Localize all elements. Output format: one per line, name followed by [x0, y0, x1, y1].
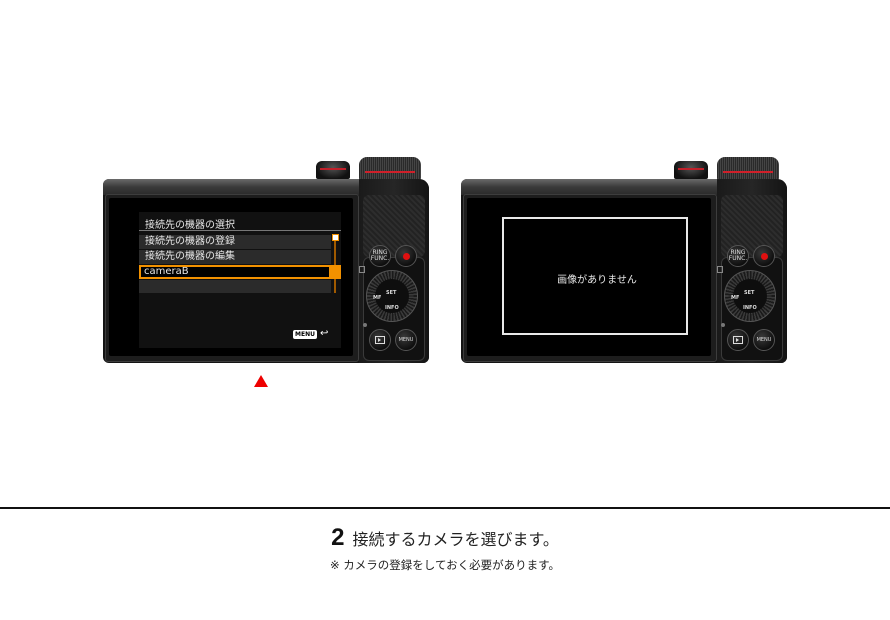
menu-button[interactable]: MENU [395, 329, 417, 351]
movie-record-button[interactable] [753, 245, 775, 267]
mf-label: MF [731, 295, 740, 301]
mode-dial [316, 161, 350, 179]
camera-top-plate [461, 179, 787, 195]
scrollbar-track[interactable] [334, 235, 336, 293]
mf-label: MF [373, 295, 382, 301]
indicator-lamp [721, 323, 725, 327]
control-dial[interactable]: SET INFO MF [724, 270, 776, 322]
lcd-screen: 画像がありません [467, 198, 711, 356]
set-button[interactable] [375, 279, 409, 313]
camera-menu-screen: RING FUNC. SET INFO MF MENU 接続先の機器の選択 接続… [101, 157, 433, 363]
section-divider [0, 507, 890, 509]
no-image-display: 画像がありません [502, 217, 688, 335]
menu-item-edit[interactable]: 接続先の機器の編集 [139, 250, 331, 264]
step-text: 接続するカメラを選びます。 [352, 530, 559, 549]
pointer-triangle-icon [254, 375, 268, 387]
no-image-message: 画像がありません [557, 275, 637, 286]
set-label: SET [744, 290, 755, 296]
no-image-frame: 画像がありません [502, 217, 688, 335]
lcd-screen: 接続先の機器の選択 接続先の機器の登録 接続先の機器の編集 cameraB ME… [109, 198, 353, 356]
menu-item-empty [139, 280, 331, 293]
step-note: ※ カメラの登録をしておく必要があります。 [330, 558, 560, 572]
indicator-lamp [363, 323, 367, 327]
control-dial[interactable]: SET INFO MF [366, 270, 418, 322]
playback-icon [733, 336, 743, 344]
ring-func-button[interactable]: RING FUNC. [369, 245, 391, 267]
lcd-frame: 画像がありません [463, 194, 717, 362]
set-label: SET [386, 290, 397, 296]
scrollbar-top-marker [332, 234, 339, 241]
mode-dial [674, 161, 708, 179]
step-instruction: 2 接続するカメラを選びます。 [0, 524, 890, 552]
device-select-menu: 接続先の機器の選択 接続先の機器の登録 接続先の機器の編集 cameraB ME… [139, 212, 341, 348]
info-label: INFO [385, 305, 399, 311]
step-number: 2 [331, 524, 345, 551]
playback-button[interactable] [727, 329, 749, 351]
menu-item-register[interactable]: 接続先の機器の登録 [139, 235, 331, 249]
title-divider [139, 230, 341, 231]
lcd-frame: 接続先の機器の選択 接続先の機器の登録 接続先の機器の編集 cameraB ME… [105, 194, 359, 362]
scrollbar-thumb[interactable] [330, 265, 341, 279]
menu-item-cameraB[interactable]: cameraB [139, 265, 331, 279]
record-icon [402, 252, 410, 260]
movie-record-button[interactable] [395, 245, 417, 267]
menu-button[interactable]: MENU [753, 329, 775, 351]
menu-title: 接続先の機器の選択 [145, 220, 235, 231]
record-icon [760, 252, 768, 260]
trash-icon [359, 266, 365, 273]
playback-icon [375, 336, 385, 344]
exposure-dial [359, 157, 421, 181]
menu-back-hint[interactable]: MENU ↩ [293, 329, 328, 339]
menu-key-label: MENU [293, 329, 317, 339]
info-label: INFO [743, 305, 757, 311]
camera-no-image-screen: RING FUNC. SET INFO MF MENU 画像がありません [459, 157, 791, 363]
menu-list: 接続先の機器の登録 接続先の機器の編集 cameraB [139, 235, 331, 294]
back-icon: ↩ [319, 328, 329, 339]
exposure-dial [717, 157, 779, 181]
camera-top-plate [103, 179, 429, 195]
ring-func-button[interactable]: RING FUNC. [727, 245, 749, 267]
playback-button[interactable] [369, 329, 391, 351]
trash-icon [717, 266, 723, 273]
set-button[interactable] [733, 279, 767, 313]
